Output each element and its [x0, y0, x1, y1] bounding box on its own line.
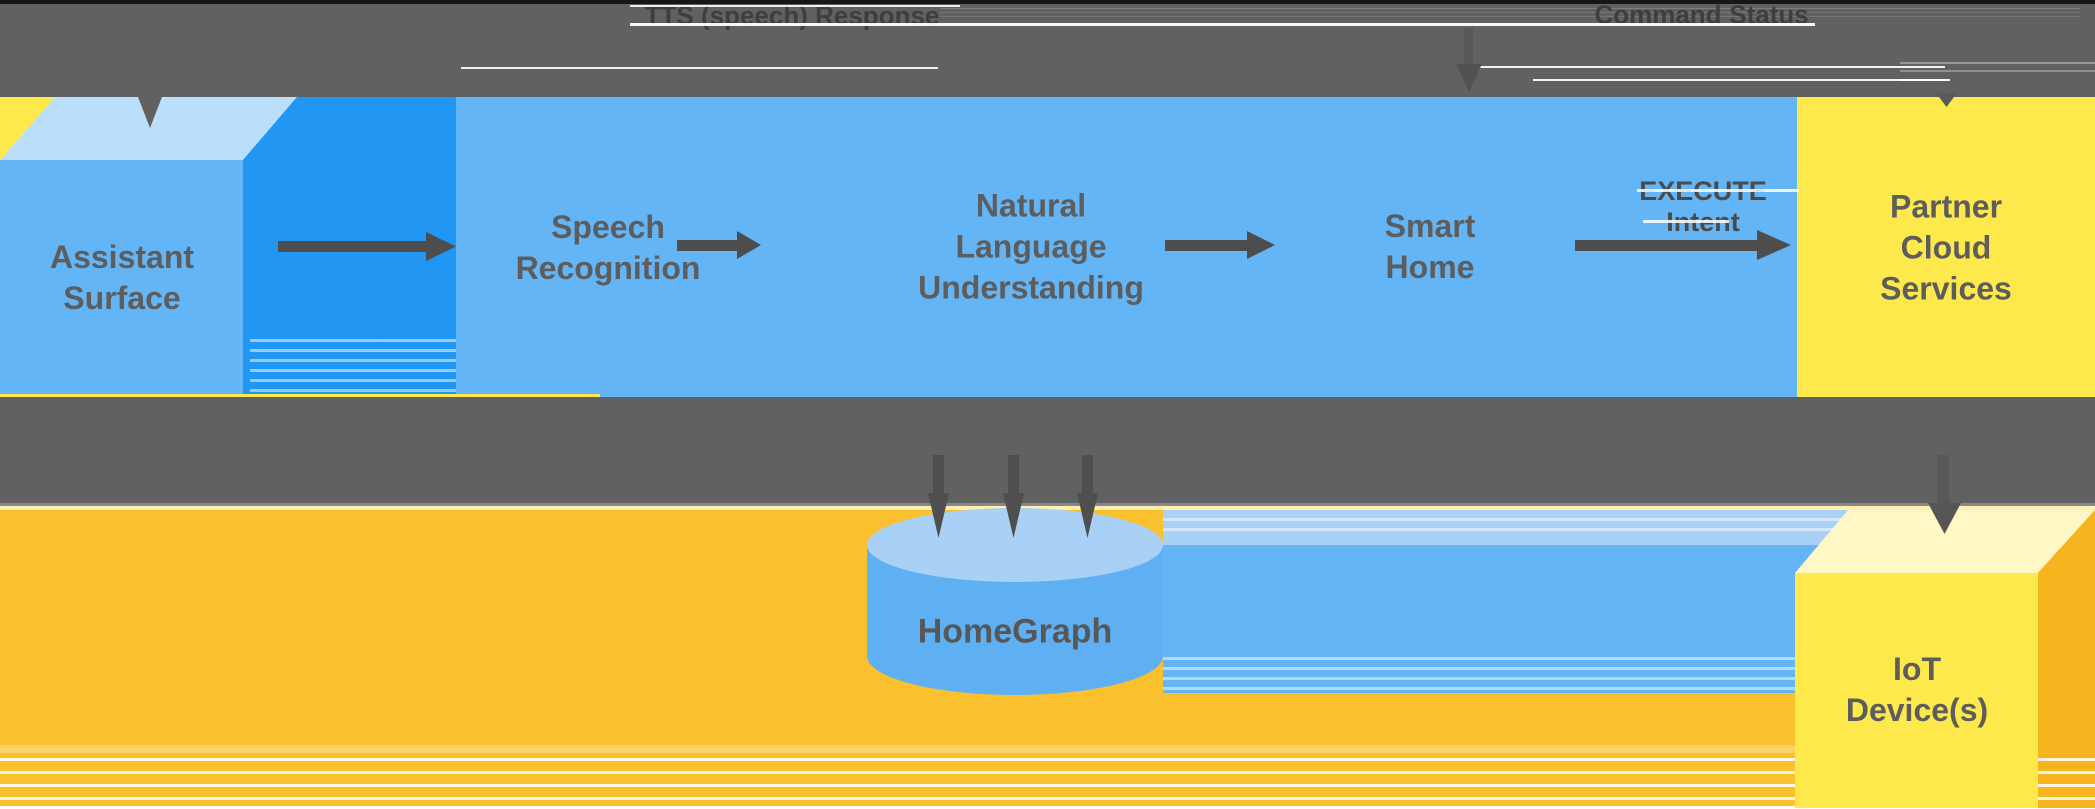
- glitch-yellow-line: [0, 394, 600, 397]
- label-line: Device(s): [1845, 692, 1989, 728]
- glitch-line: [940, 12, 2080, 13]
- glitch-line: [1637, 189, 1799, 192]
- iot-devices-node: [1795, 573, 2038, 808]
- glitch-line: [940, 16, 2080, 17]
- glitch-line: [1480, 66, 1945, 68]
- middle-gray-band: [0, 397, 2095, 507]
- label-line: Language: [955, 228, 1107, 265]
- partner-cloud-services-label: Partner Cloud Services: [1880, 187, 2012, 310]
- label-line: Understanding: [918, 269, 1144, 306]
- glitch-stripes: [250, 332, 456, 396]
- glitch-line: [0, 503, 2095, 506]
- label-line: Smart: [1384, 208, 1476, 244]
- speech-recognition-label: Speech Recognition: [516, 207, 701, 289]
- label-line: Cloud: [1900, 229, 1992, 266]
- arrow-down-icon: [1008, 455, 1019, 497]
- label-line: Assistant: [49, 239, 195, 275]
- assistant-surface-node: [0, 160, 243, 397]
- label-line: Home: [1385, 249, 1475, 285]
- glitch-line: [630, 23, 1815, 26]
- arrow-down-icon: [1082, 455, 1093, 497]
- arrow-down-icon: [1937, 455, 1949, 505]
- arrow-down-icon: [933, 455, 944, 497]
- glitch-line: [630, 5, 960, 7]
- glitch-line: [940, 8, 2080, 9]
- natural-language-understanding-label: Natural Language Understanding: [918, 186, 1144, 309]
- arrow-right-icon: [1575, 240, 1757, 251]
- glitch-line: [1533, 79, 1950, 81]
- glitch-line: [1900, 79, 1945, 81]
- label-line: Surface: [63, 280, 181, 316]
- glitch-stripes: [0, 748, 2095, 806]
- label-line: Speech: [551, 209, 665, 245]
- glitch-stripes: [2038, 748, 2095, 806]
- homegraph-label: HomeGraph: [917, 612, 1113, 651]
- assistant-surface-label: Assistant Surface: [50, 237, 194, 319]
- label-line: Partner: [1889, 188, 2003, 225]
- glitch-line: [1900, 70, 2095, 72]
- execute-intent-label: EXECUTE Intent: [1639, 176, 1767, 238]
- smart-home-label: Smart Home: [1385, 206, 1476, 288]
- label-line: IoT: [1893, 651, 1941, 687]
- label-line: Natural: [975, 187, 1087, 224]
- top-black-line: [0, 0, 2095, 4]
- arrow-down-icon: [1464, 28, 1473, 66]
- glitch-line: [461, 67, 938, 69]
- label-line: Recognition: [515, 250, 701, 286]
- iot-devices-label: IoT Device(s): [1846, 649, 1988, 731]
- label-line: Services: [1880, 270, 2012, 307]
- arrow-right-icon: [1165, 240, 1247, 251]
- bottom-white-line: [0, 806, 2095, 809]
- glitch-stripes: [1163, 650, 1848, 693]
- homegraph-cylinder-bottom: [867, 617, 1163, 695]
- glitch-line: [1900, 62, 2095, 64]
- arrow-right-icon: [677, 240, 737, 251]
- glitch-line: [1643, 220, 1729, 223]
- glitch-stripes: [1163, 511, 1848, 533]
- arrow-right-icon: [278, 241, 426, 252]
- partner-cloud-services-node: [1797, 97, 2095, 397]
